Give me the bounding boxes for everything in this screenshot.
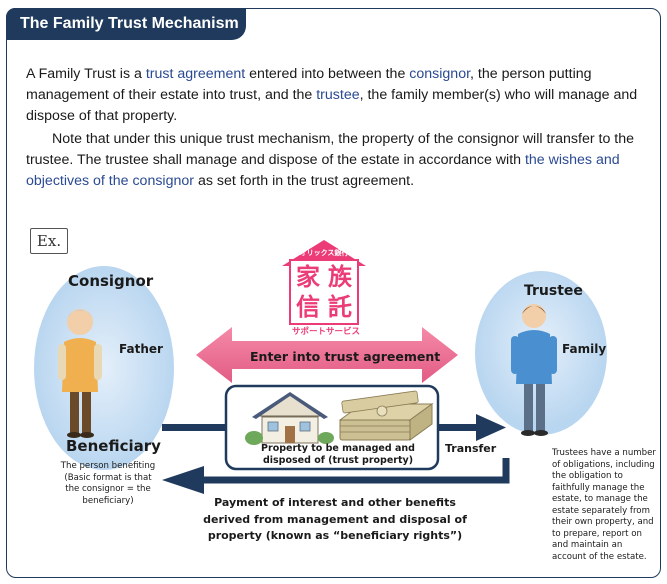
property-label: Property to be managed and disposed of (… [261,443,415,466]
intro-paragraph-2: Note that under this unique trust mechan… [26,129,654,192]
highlighted-term: the wishes and objectives of the consign… [26,152,620,189]
badge-bank-name: オリックス銀行 [299,249,349,257]
agreement-arrow [196,327,458,383]
father-label: Father [119,342,163,356]
intro-text-segment: Note that under this unique trust mechan… [26,131,634,168]
intro-paragraph-1: A Family Trust is a trust agreement ente… [26,64,654,127]
badge-kanji-3: 信 [296,293,320,321]
badge-kanji-2: 族 [328,263,352,291]
intro-text-segment: , the person putting management of their… [26,66,592,103]
beneficiary-label: Beneficiary [66,437,161,455]
highlighted-term: trustee [316,87,360,103]
house-icon [245,392,334,445]
intro-text-segment: entered into between the [245,66,410,82]
intro-text: A Family Trust is a trust agreement ente… [26,64,654,192]
payment-label: Payment of interest and other benefits d… [203,496,467,542]
family-trust-badge [282,240,366,325]
trustee-note: Trustees have a number of obligations, i… [552,448,656,562]
father-figure [58,309,102,438]
badge-service-name: サポートサービス [291,327,360,337]
agreement-label: Enter into trust agreement [250,349,441,364]
family-member-figure [511,304,557,436]
example-label: Ex. [30,228,68,254]
intro-text-segment: A Family Trust is a [26,66,146,82]
panel-title: The Family Trust Mechanism [6,8,246,40]
intro-text-segment: as set forth in the trust agreement. [194,173,415,189]
payment-arrow [162,458,510,494]
transfer-arrow [162,414,506,441]
consignor-label: Consignor [68,272,154,290]
highlighted-term: consignor [409,66,471,82]
badge-kanji-4: 託 [328,293,352,321]
highlighted-term: trust agreement [145,66,246,82]
trustee-label: Trustee [524,283,583,299]
money-stack-icon [338,390,434,441]
badge-kanji-1: 家 [296,263,320,291]
transfer-label: Transfer [445,442,497,455]
family-label: Family [562,342,607,356]
beneficiary-note: The person benefiting (Basic format is t… [60,461,156,506]
intro-text-segment: , the family member(s) who will manage a… [26,87,638,124]
